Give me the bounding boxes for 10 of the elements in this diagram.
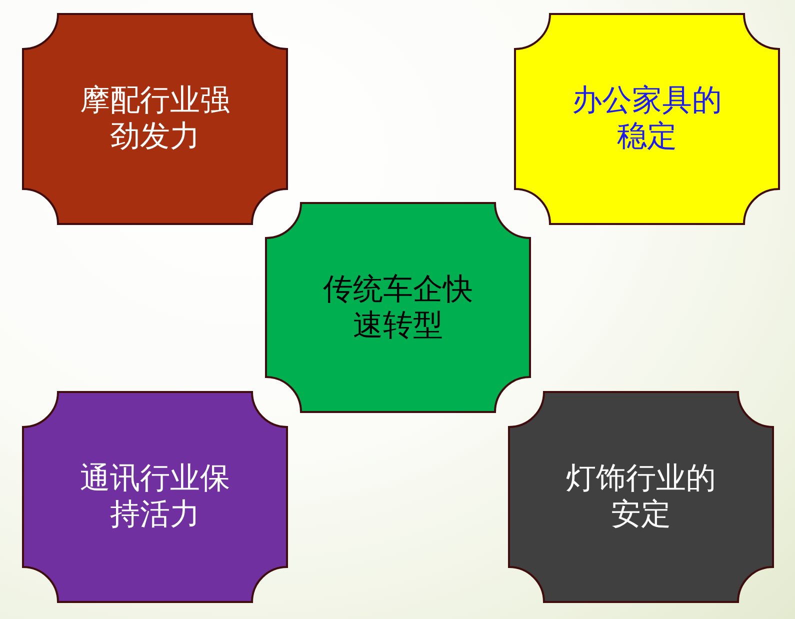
- plaque-panel: [22, 13, 288, 225]
- panel-text: 办公家具的稳定: [571, 83, 723, 155]
- plaque-panel: [22, 391, 288, 603]
- plaque-panel: [508, 391, 774, 603]
- panel-text: 通讯行业保持活力: [79, 461, 231, 533]
- panel-text: 传统车企快速转型: [322, 272, 474, 344]
- panel-text: 灯饰行业的安定: [565, 461, 717, 533]
- panel-text: 摩配行业强劲发力: [79, 83, 231, 155]
- plaque-panel: [514, 13, 780, 225]
- plaque-panel: [265, 202, 531, 413]
